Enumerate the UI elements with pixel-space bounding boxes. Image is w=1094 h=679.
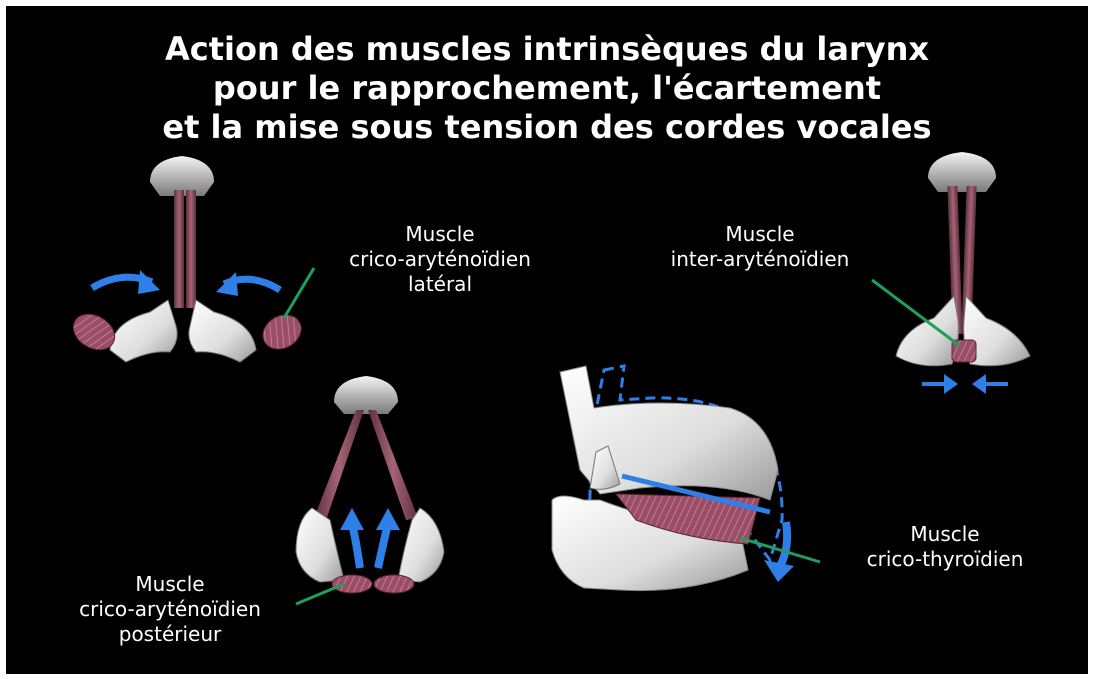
vocal-cord-left-1 — [174, 190, 184, 308]
label-lateral-line-1: Muscle — [290, 222, 590, 247]
figure-inter — [872, 152, 1030, 394]
arrow-down-crico — [780, 522, 787, 566]
arrow-inward-left-head — [138, 270, 160, 294]
label-crico-thyroid-line-2: crico-thyroïdien — [820, 547, 1070, 572]
label-posterior-line-2: crico-aryténoïdien — [20, 597, 320, 622]
thyroid-cap-2 — [928, 152, 996, 192]
label-posterior-line-1: Muscle — [20, 572, 320, 597]
label-crico-thyroid: Muscle crico-thyroïdien — [820, 522, 1070, 572]
arrow-up-right — [378, 524, 388, 568]
posterior-muscle-right — [374, 575, 414, 593]
label-posterior-line-3: postérieur — [20, 622, 320, 647]
arrow-up-right-head — [376, 508, 400, 530]
arytenoid-left-1 — [110, 300, 177, 362]
arrow-down-crico-head — [764, 560, 794, 582]
figure-posterior — [296, 376, 444, 604]
arytenoid-right-1 — [189, 300, 256, 362]
label-lateral-line-2: crico-aryténoïdien — [290, 247, 590, 272]
arrow-up-left-head — [340, 508, 364, 530]
vocal-cord-right-3 — [368, 410, 418, 520]
thyroid-cap-3 — [334, 376, 398, 414]
arrow-right-inter — [922, 374, 958, 394]
label-crico-thyroid-line-1: Muscle — [820, 522, 1070, 547]
vocal-cord-left-3 — [314, 410, 364, 520]
figure-crico-thyroid — [552, 366, 820, 591]
arrow-up-left — [352, 524, 360, 568]
arytenoid-right-3 — [398, 508, 444, 582]
label-lateral-line-3: latéral — [290, 272, 590, 297]
arrow-left-inter — [972, 374, 1008, 394]
arytenoid-left-3 — [296, 508, 344, 582]
label-posterior: Muscle crico-aryténoïdien postérieur — [20, 572, 320, 647]
muscle-bundle-right — [257, 308, 308, 356]
arrow-inward-right-head — [216, 272, 238, 296]
label-inter-line-2: inter-aryténoïdien — [620, 247, 900, 272]
label-lateral: Muscle crico-aryténoïdien latéral — [290, 222, 590, 297]
label-inter-line-1: Muscle — [620, 222, 900, 247]
label-inter: Muscle inter-aryténoïdien — [620, 222, 900, 272]
posterior-muscle-left — [332, 575, 372, 593]
vocal-cord-right-1 — [186, 190, 196, 308]
figure-lateral — [67, 156, 314, 362]
